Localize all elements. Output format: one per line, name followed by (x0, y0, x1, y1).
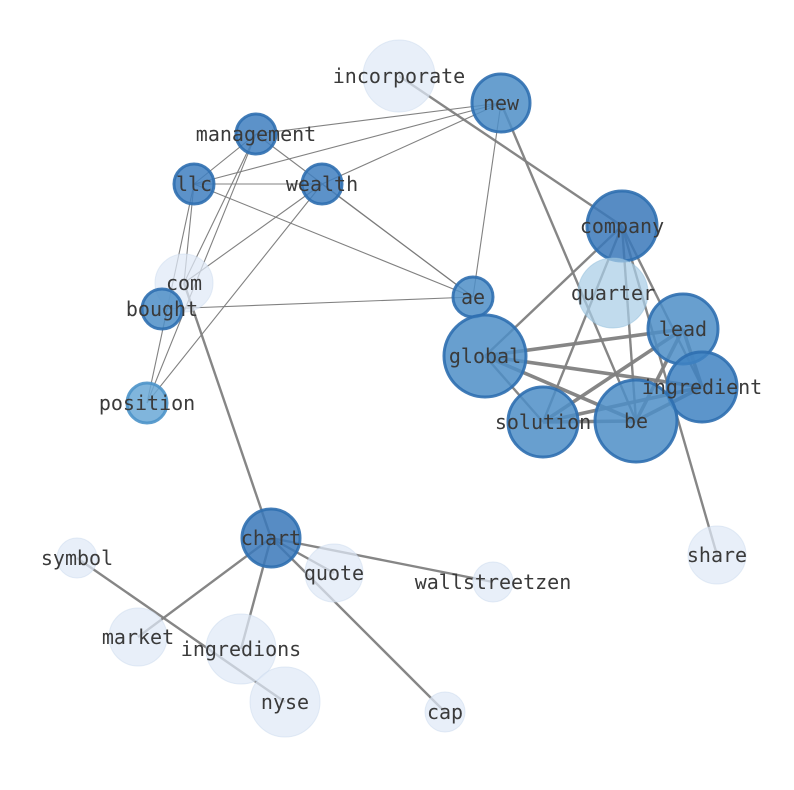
edge-chart-wallstreetzen (270, 536, 494, 584)
node-label-nyse: nyse (261, 690, 309, 714)
node-label-bought: bought (126, 297, 198, 321)
node-new[interactable] (470, 72, 532, 134)
node-label-management: management (196, 122, 316, 146)
node-label-com: com (166, 271, 202, 295)
node-symbol[interactable] (56, 537, 98, 579)
node-be[interactable] (593, 378, 679, 464)
node-label-position: position (99, 391, 195, 415)
edge-com-chart (182, 282, 273, 539)
node-label-ae: ae (461, 285, 485, 309)
edge-bought-ae (161, 296, 474, 310)
node-position[interactable] (125, 381, 169, 425)
node-incorporate[interactable] (362, 39, 436, 113)
edge-chart-cap (270, 537, 446, 713)
node-label-market: market (102, 625, 174, 649)
node-label-be: be (624, 409, 648, 433)
node-management[interactable] (234, 112, 278, 156)
node-quote[interactable] (304, 543, 364, 603)
node-market[interactable] (108, 607, 168, 667)
node-label-company: company (580, 214, 664, 238)
edge-incorporate-company (398, 75, 623, 227)
node-label-symbol: symbol (41, 546, 113, 570)
node-label-new: new (483, 91, 520, 115)
node-global[interactable] (442, 313, 528, 399)
edge-new-wealth (321, 102, 502, 185)
node-label-quarter: quarter (571, 281, 655, 305)
node-label-lead: lead (659, 317, 707, 341)
node-bought[interactable] (140, 287, 184, 331)
node-llc[interactable] (172, 162, 216, 206)
node-label-ingredions: ingredions (181, 637, 301, 661)
edge-new-management (255, 102, 502, 135)
edge-new-ae (472, 102, 502, 298)
node-label-quote: quote (304, 561, 364, 585)
edge-llc-ae (193, 183, 474, 298)
node-solution[interactable] (506, 385, 580, 459)
node-label-ingredient: ingredient (642, 375, 762, 399)
edge-wealth-ae (321, 183, 474, 298)
node-ingredions[interactable] (205, 613, 277, 685)
node-label-chart: chart (241, 526, 301, 550)
node-label-incorporate: incorporate (333, 64, 465, 88)
node-ingredient[interactable] (665, 350, 739, 424)
node-wealth[interactable] (300, 162, 344, 206)
node-wallstreetzen[interactable] (472, 561, 514, 603)
node-label-share: share (687, 543, 747, 567)
edge-new-llc (193, 102, 502, 185)
node-label-global: global (449, 344, 521, 368)
node-label-wealth: wealth (286, 172, 358, 196)
node-label-llc: llc (176, 172, 212, 196)
node-nyse[interactable] (249, 666, 321, 738)
node-share[interactable] (687, 525, 747, 585)
node-chart[interactable] (240, 507, 302, 569)
edge-new-be (499, 102, 638, 422)
node-label-cap: cap (427, 700, 463, 724)
node-quarter[interactable] (577, 257, 649, 329)
node-cap[interactable] (424, 691, 466, 733)
node-label-solution: solution (495, 410, 591, 434)
label-layer: incorporate new management llc wealth company… (41, 64, 762, 724)
edge-wealth-position (146, 183, 323, 404)
node-layer (56, 39, 747, 738)
node-label-wallstreetzen: wallstreetzen (415, 570, 572, 594)
